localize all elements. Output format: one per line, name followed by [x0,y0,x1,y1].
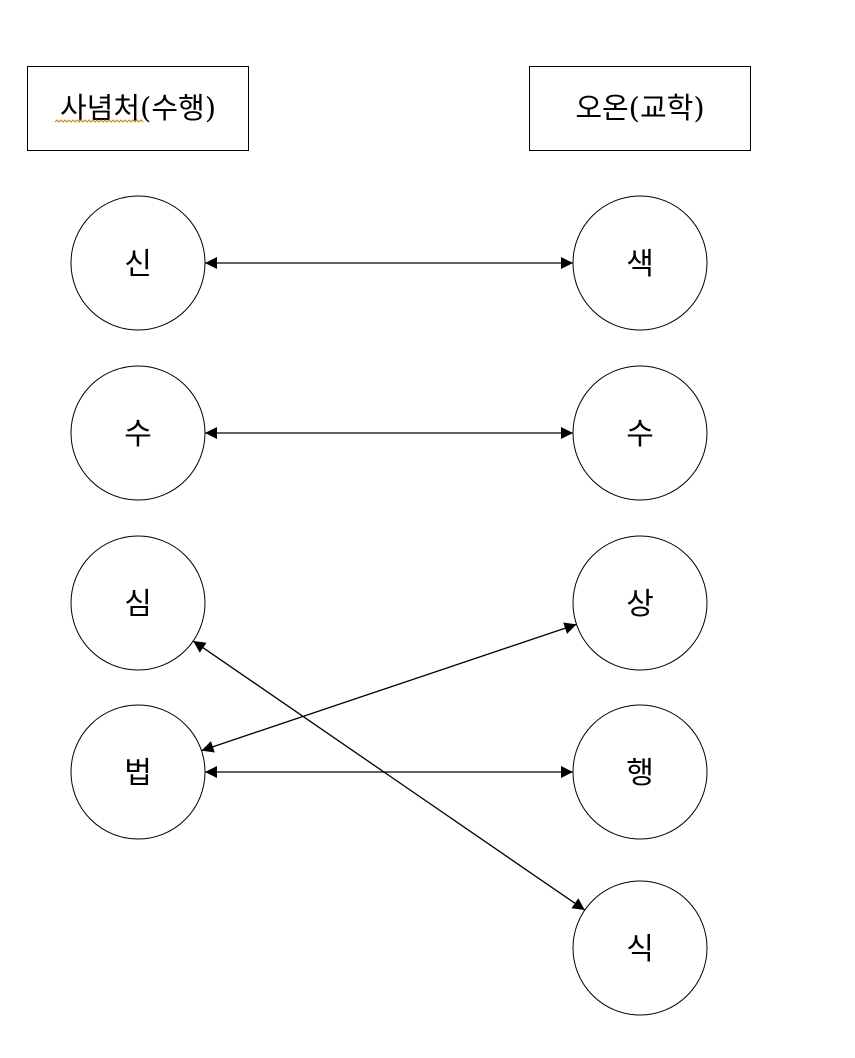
node-label: 상 [626,587,654,622]
node-circle [572,704,708,840]
node-circle [70,535,206,671]
connections [192,257,586,911]
left-header-box [27,66,249,151]
left-header-label: 사념처(수행) [60,91,216,125]
node-circle [70,365,206,501]
node-circle [572,535,708,671]
left-node-L1: 신 [70,195,206,331]
right-node-R1: 색 [572,195,708,331]
node-label: 식 [626,932,654,967]
left-node-L4: 법 [70,704,206,840]
right-header-label: 오온(교학) [575,91,704,125]
right-node-R5: 식 [572,880,708,1016]
arrow-L4-R3 [201,622,577,753]
node-label: 신 [124,247,152,282]
node-circle [572,365,708,501]
node-label: 수 [626,417,654,452]
spellcheck-underline [54,119,144,123]
node-label: 색 [626,247,654,282]
node-circle [572,195,708,331]
right-header: 오온(교학) [529,66,751,151]
left-node-L2: 수 [70,365,206,501]
node-label: 심 [124,587,152,622]
node-circle [70,195,206,331]
arrow-L3-R5 [192,640,586,911]
node-circle [572,880,708,1016]
left-header: 사념처(수행) [27,66,249,151]
right-header-box [529,66,751,151]
node-label: 수 [124,417,152,452]
right-node-R3: 상 [572,535,708,671]
node-label: 행 [626,756,654,791]
left-node-L3: 심 [70,535,206,671]
node-label: 법 [124,756,152,791]
node-circle [70,704,206,840]
right-node-R4: 행 [572,704,708,840]
right-node-R2: 수 [572,365,708,501]
